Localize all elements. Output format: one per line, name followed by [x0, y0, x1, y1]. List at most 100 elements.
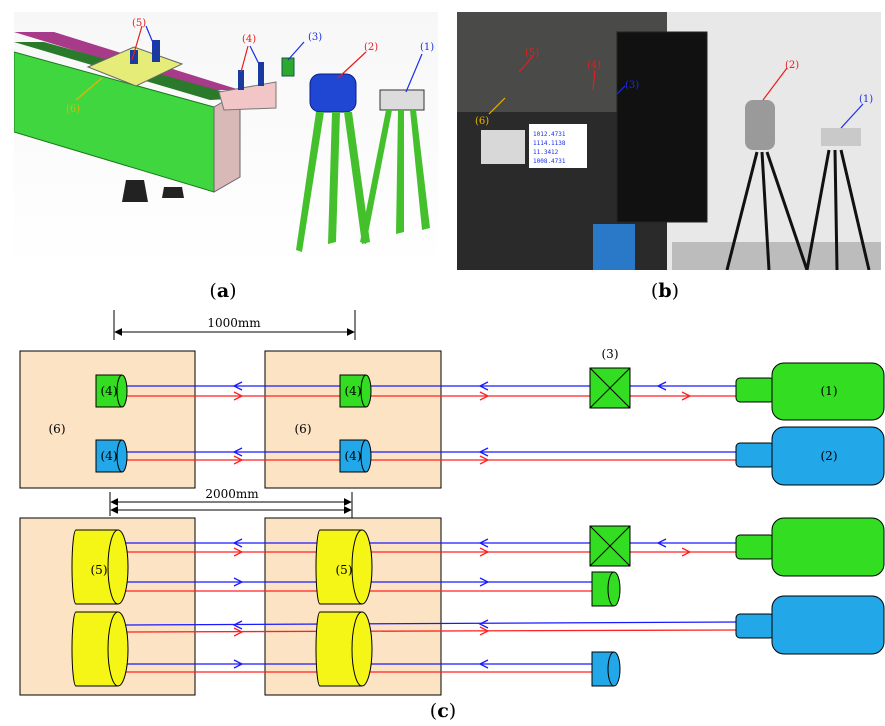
- chev-7: [232, 447, 243, 457]
- dim-top-label: 1000mm: [207, 316, 261, 330]
- cylinder-5-right-top-edge: [351, 529, 363, 605]
- reflector-4-green-right: [339, 374, 372, 408]
- arrow-1: [405, 53, 423, 93]
- caption-c-close: ): [448, 700, 457, 722]
- caption-c-open: (: [429, 700, 438, 722]
- chev-13: [478, 538, 489, 548]
- chev-20: [233, 627, 244, 637]
- tripod-b1-c: [839, 149, 871, 270]
- prism-3-top-diag-b: [589, 367, 631, 409]
- cylinder-5-left-top-edge: [107, 529, 119, 605]
- label-a-5: (5): [132, 18, 146, 29]
- blue-stool: [593, 224, 635, 270]
- instrument-1: [379, 89, 425, 111]
- cyl-5a: [130, 50, 138, 64]
- arrow-b5: [518, 55, 534, 73]
- panel-a-cad-render: (5) (4) (3) (2) (1) (6): [14, 12, 438, 269]
- reflector-blue-small: [591, 651, 621, 687]
- cad-render-svg: (5) (4) (3) (2) (1) (6): [14, 18, 434, 252]
- label-b-3: (3): [625, 80, 639, 91]
- label-a-6: (6): [66, 104, 80, 115]
- floor: [672, 242, 881, 270]
- cylinder-5-right-bottom-edge: [351, 611, 363, 687]
- label-a-3: (3): [308, 32, 322, 43]
- label-b-6: (6): [475, 116, 489, 127]
- arrow-4a: [240, 45, 249, 73]
- caption-c-letter: c: [437, 700, 449, 722]
- chev-11: [232, 538, 243, 548]
- label-c-4-a: (4): [101, 384, 118, 398]
- reflector-4-blue-right-edge: [360, 439, 367, 473]
- label-a-2: (2): [364, 42, 378, 53]
- arrow-6: [75, 77, 103, 101]
- instrument-b2: [745, 100, 775, 150]
- instrument-b1: [821, 128, 861, 146]
- arrow-b2: [762, 67, 788, 101]
- instrument-1b-body: [771, 517, 885, 577]
- prism-3: [281, 57, 295, 77]
- tripod-b2-b: [760, 151, 771, 270]
- caption-b: (b): [635, 280, 695, 302]
- arrow-5a: [131, 25, 143, 61]
- chev-9: [478, 447, 489, 457]
- dim-mid-label: 2000mm: [205, 487, 259, 501]
- chev-15: [656, 538, 667, 548]
- arrow-b6: [488, 97, 506, 115]
- caption-c: (c): [413, 700, 473, 722]
- arrow-b3: [616, 85, 626, 95]
- reflector-4-blue-right: [339, 439, 372, 473]
- arrow-5b: [145, 25, 157, 51]
- tripod-b2-a: [725, 151, 759, 270]
- label-b-5: (5): [525, 48, 539, 59]
- label-c-2: (2): [821, 449, 838, 463]
- reflector-4-green-left-edge: [116, 374, 123, 408]
- instrument-2b-body: [771, 595, 885, 655]
- tripod-2-leg-b: [328, 112, 340, 244]
- caption-b-letter: b: [658, 280, 672, 302]
- laptop-screen-1: [481, 130, 525, 164]
- cylinder-5-right-bottom: [315, 611, 373, 687]
- prism-3-bottom-diag-b: [589, 525, 631, 567]
- foot-2: [162, 187, 184, 198]
- caption-a: (a): [193, 280, 253, 302]
- reflector-4-blue-left-edge: [116, 439, 123, 473]
- arrow-2: [337, 51, 367, 79]
- chev-18: [479, 577, 490, 587]
- reflector-blue-small-edge: [607, 651, 615, 687]
- reflector-green-small-edge: [607, 571, 615, 607]
- instrument-2b-nose: [735, 613, 775, 639]
- label-b-1: (1): [859, 94, 873, 105]
- tripod-1-leg-a: [360, 110, 392, 244]
- instrument-2-body: [771, 426, 885, 486]
- chev-24: [478, 659, 489, 669]
- label-c-4-c: (4): [101, 449, 118, 463]
- chev-14: [479, 547, 490, 557]
- arrow-3: [287, 41, 305, 61]
- reflector-4-green-right-edge: [360, 374, 367, 408]
- tripod-2-leg-a: [296, 112, 324, 252]
- label-c-3: (3): [602, 347, 619, 361]
- laptop-screen-2: [529, 124, 587, 168]
- instrument-1-body: [771, 362, 885, 421]
- cyl-5b: [152, 40, 160, 62]
- cylinder-5-left-bottom: [71, 611, 129, 687]
- foot-1: [122, 180, 148, 202]
- cylinder-5-left-bottom-edge: [107, 611, 119, 687]
- arrow-b4: [592, 69, 596, 91]
- chev-17: [233, 577, 244, 587]
- instrument-1-nose: [735, 377, 775, 403]
- cyl-4b: [258, 62, 264, 86]
- chev-22: [479, 626, 490, 636]
- end-plate: [218, 81, 277, 111]
- label-a-1: (1): [420, 42, 434, 53]
- label-c-6-b: (6): [295, 422, 312, 436]
- chev-10: [479, 455, 490, 465]
- readout-2: 11.3412: [533, 149, 559, 156]
- readout-0: 1012.4731: [533, 131, 566, 138]
- tripod-1-leg-b: [396, 110, 404, 234]
- caption-b-open: (: [650, 280, 659, 302]
- reflector-4-green-left: [95, 374, 128, 408]
- caption-b-close: ): [671, 280, 680, 302]
- arrow-b1: [840, 103, 864, 129]
- label-c-4-d: (4): [345, 449, 362, 463]
